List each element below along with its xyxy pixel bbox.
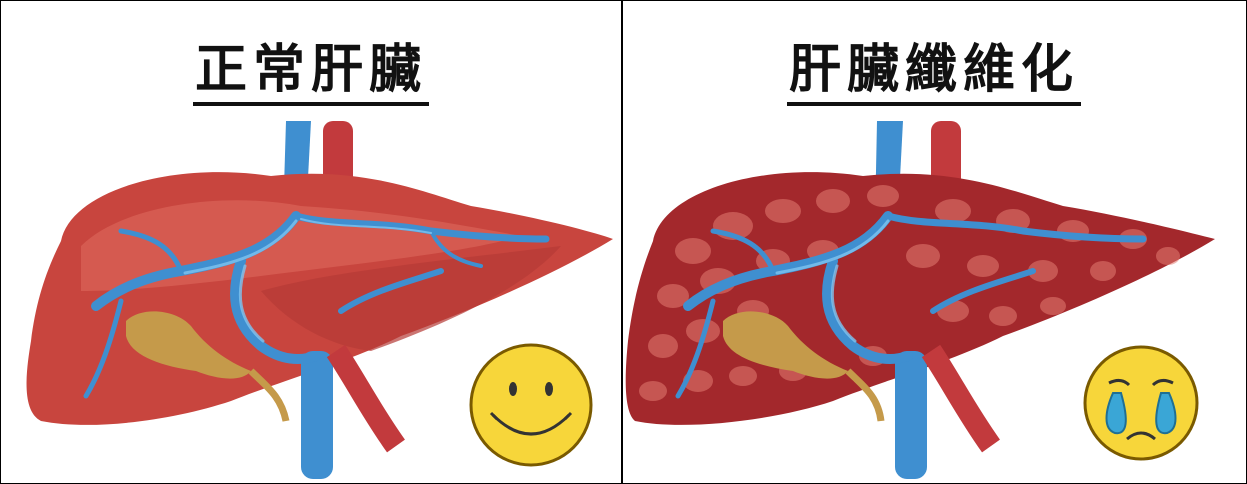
crying-face-icon <box>1079 341 1203 465</box>
panel-title: 肝臟纖維化 <box>623 27 1245 102</box>
artery-bottom <box>336 351 396 446</box>
panel-title: 正常肝臟 <box>1 27 621 102</box>
artery-bottom <box>931 351 991 446</box>
vena-cava-bottom <box>301 351 333 479</box>
smiley-face-icon <box>465 341 597 469</box>
vena-cava-bottom <box>895 351 927 479</box>
normal-liver-panel: 正常肝臟 <box>1 1 623 483</box>
fibrosis-liver-panel: 肝臟纖維化 <box>623 1 1245 483</box>
